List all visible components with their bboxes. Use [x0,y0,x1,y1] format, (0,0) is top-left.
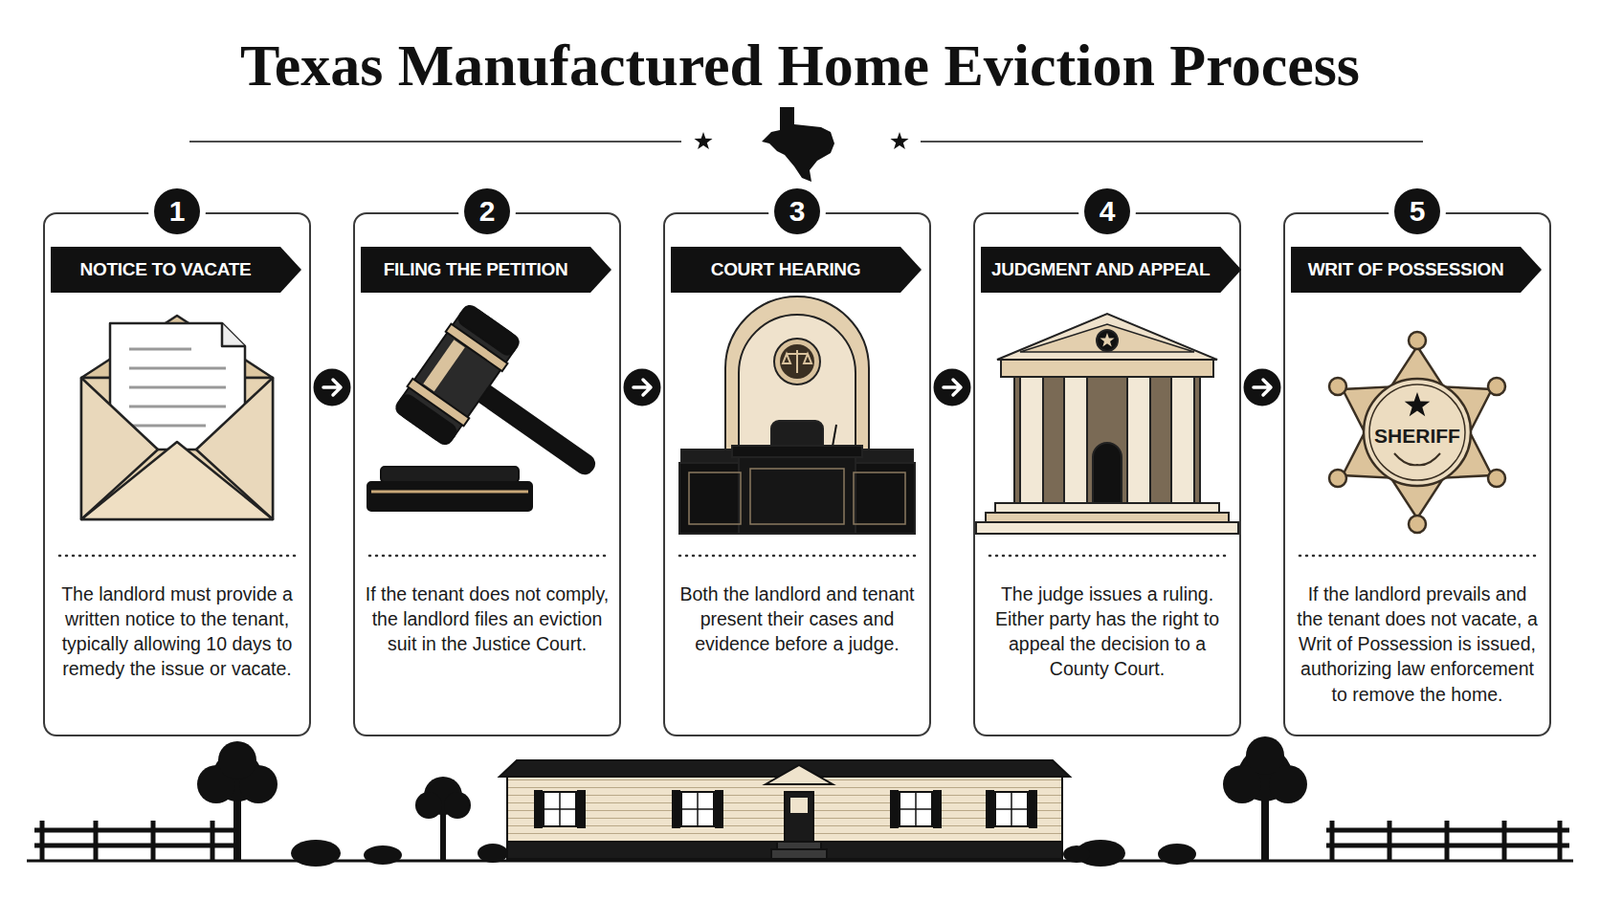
step-number: 2 [464,188,511,235]
connector-disc [311,367,353,408]
step-connector [1241,367,1284,408]
step-number: 3 [774,188,821,235]
step-connector [621,367,664,408]
heading-ribbon: JUDGMENT AND APPEAL [980,246,1242,293]
step-description: Both the landlord and tenant present the… [674,581,920,657]
envelope-icon [81,315,273,520]
step-number: 4 [1084,188,1131,235]
gavel-icon [367,302,630,524]
step-connector [931,367,974,408]
step-card: 5WRIT OF POSSESSIONIf the landlord preva… [1283,212,1552,737]
title-rule [189,107,1423,182]
dotted-separators [59,555,1535,558]
step-description: If the tenant does not comply, the landl… [364,581,610,657]
step-card: 1NOTICE TO VACATEThe landlord must provi… [43,212,312,737]
connector-disc [932,367,973,408]
heading-ribbon: COURT HEARING [670,246,922,293]
connector-disc [1242,367,1283,408]
step-number: 1 [154,188,200,235]
arrow-head [943,379,961,396]
step-heading: COURT HEARING [711,259,862,281]
manufactured-home [499,760,1070,860]
page-title: Texas Manufactured Home Eviction Process [0,32,1600,98]
step-description: The landlord must provide a written noti… [54,581,300,683]
step-heading: NOTICE TO VACATE [80,259,252,281]
arrow-head [323,379,341,396]
step-description: If the landlord prevails and the tenant … [1294,581,1540,708]
step-card: 3COURT HEARINGBoth the landlord and tena… [663,212,932,737]
step-heading: FILING THE PETITION [383,259,569,281]
heading-ribbon: FILING THE PETITION [360,246,612,293]
judge-bench-icon [679,296,915,534]
step-heading: JUDGMENT AND APPEAL [991,259,1210,281]
step-card: 4JUDGMENT AND APPEALThe judge issues a r… [973,212,1242,737]
step-connector [311,367,354,408]
courthouse-icon [976,313,1239,534]
badge-text: SHERIFF [1374,424,1461,448]
landscape [26,736,1574,867]
step-description: The judge issues a ruling. Either party … [984,581,1230,683]
step-card: 2FILING THE PETITIONIf the tenant does n… [353,212,622,737]
heading-ribbon: WRIT OF POSSESSION [1290,246,1542,293]
connector-disc [622,367,663,408]
heading-ribbon: NOTICE TO VACATE [50,246,302,293]
arrow-head [1253,379,1271,396]
step-number: 5 [1394,188,1441,235]
sheriff-badge-icon [1329,332,1506,534]
step-heading: WRIT OF POSSESSION [1308,259,1505,281]
arrow-head [633,379,651,396]
